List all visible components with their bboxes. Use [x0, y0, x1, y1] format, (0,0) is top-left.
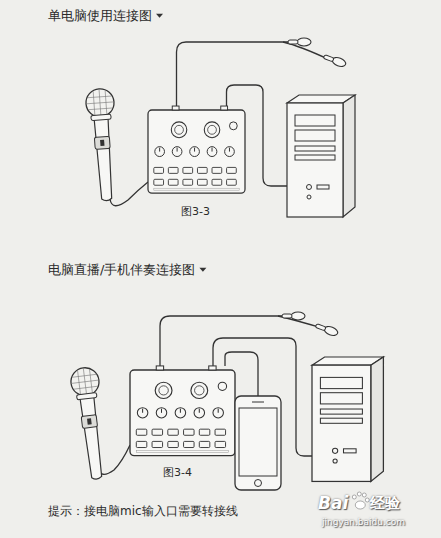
- cables: [98, 316, 336, 474]
- heading-marker: [199, 268, 206, 272]
- watermark-paw: [352, 492, 369, 509]
- section-heading: 电脑直播/手机伴奏连接图: [48, 262, 195, 278]
- figure-caption: 图3-3: [181, 205, 210, 218]
- section-heading: 单电脑使用连接图: [48, 8, 152, 24]
- watermark: jingyan.baidu.com: [322, 517, 405, 528]
- heading-marker: [156, 14, 163, 18]
- watermark: Bai: [318, 493, 348, 513]
- watermark: 经验: [370, 494, 400, 512]
- figure-caption: 图3-4: [163, 466, 192, 479]
- note-text: 提示：接电脑mic输入口需要转接线: [48, 504, 238, 518]
- mobile-phone: [235, 396, 281, 490]
